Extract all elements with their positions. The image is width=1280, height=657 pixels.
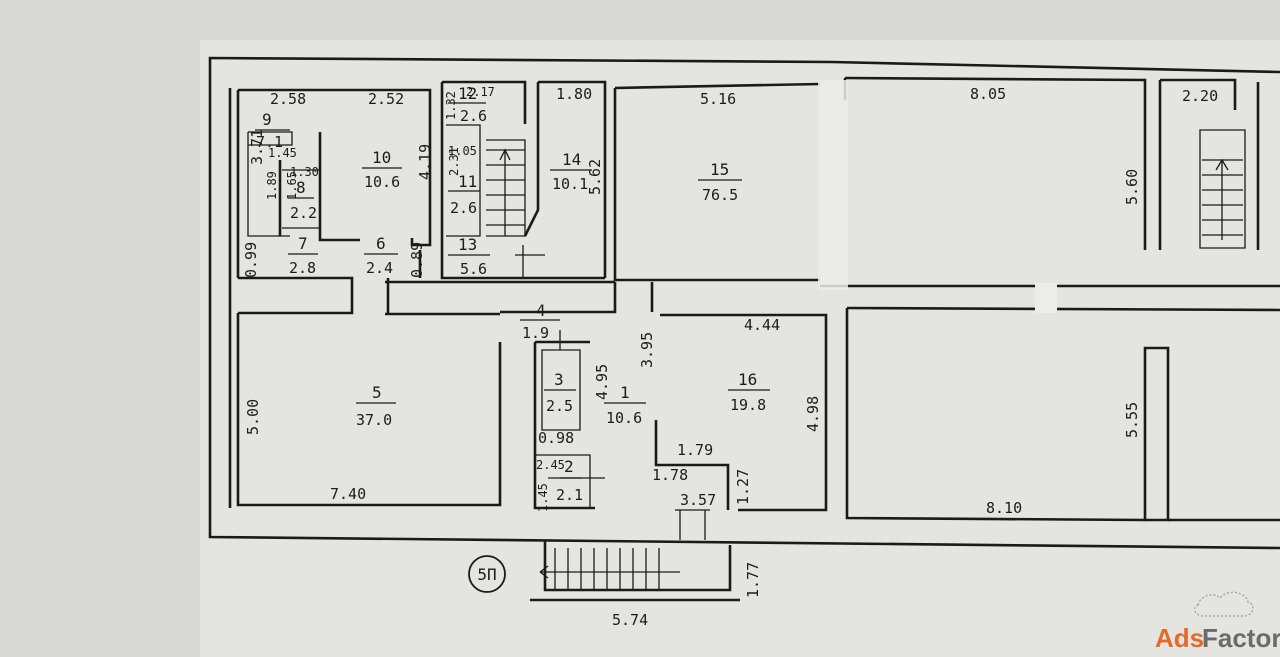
room-number: 2 — [564, 457, 574, 476]
room-area: 76.5 — [702, 186, 738, 204]
room-number: 10 — [372, 148, 391, 167]
room-area: 2.2 — [290, 204, 317, 222]
room-number: 8 — [296, 178, 306, 197]
dimension-label: 7.40 — [330, 485, 366, 503]
dimension-label: 2.17 — [466, 85, 495, 99]
dimension-label: 4.44 — [744, 316, 780, 334]
room-area: 2.6 — [450, 199, 477, 217]
room-number: 5 — [372, 383, 382, 402]
section-marker-label: 5П — [477, 565, 496, 584]
dimension-label: 1.05 — [448, 144, 477, 158]
watermark-logo: Ads Factory — [1155, 591, 1280, 653]
dimension-label: 0.89 — [408, 242, 426, 278]
dimension-label: 4.98 — [804, 396, 822, 432]
dimension-label: 1.77 — [744, 562, 762, 598]
door-gap-marks — [818, 80, 1057, 313]
section-marker-circle — [468, 555, 506, 593]
dimension-label: 1.45 — [536, 483, 550, 512]
dimension-label: 5.60 — [1123, 169, 1141, 205]
room-number: 11 — [458, 172, 477, 191]
room-number: 9 — [262, 110, 272, 129]
dimension-label: 2.52 — [368, 90, 404, 108]
dimension-label: 8.10 — [986, 499, 1022, 517]
room-area: 2.5 — [546, 397, 573, 415]
room-area: 2.8 — [289, 259, 316, 277]
dimension-label: 5.62 — [586, 159, 604, 195]
room-area: 2.4 — [366, 259, 393, 277]
room-area: 37.0 — [356, 411, 392, 429]
dimension-label: 3.57 — [680, 491, 716, 509]
dimension-label: 1.65 — [285, 171, 299, 200]
room-labels: 9 7.1 10 10.6 8 2.2 7 2.8 6 2.4 12 2.6 1… — [255, 84, 770, 504]
dimension-label: 4.19 — [416, 144, 434, 180]
dimension-label: 1.78 — [652, 466, 688, 484]
dimension-label: 1.89 — [265, 171, 279, 200]
dimension-label: 8.05 — [970, 85, 1006, 103]
dimension-label: 5.00 — [244, 399, 262, 435]
dimension-label: 4.95 — [593, 364, 611, 400]
room-number: 3 — [554, 370, 564, 389]
dimension-label: 3.95 — [638, 332, 656, 368]
dimension-label: 1.27 — [734, 469, 752, 505]
dimension-label: 5.55 — [1123, 402, 1141, 438]
dimension-label: 5.16 — [700, 90, 736, 108]
exterior-stair — [530, 540, 740, 602]
dimension-label: 2.58 — [270, 90, 306, 108]
room-number: 1 — [620, 383, 630, 402]
cloud-icon — [1194, 591, 1254, 617]
room-number: 16 — [738, 370, 757, 389]
dimension-label: 1.80 — [556, 85, 592, 103]
dimension-label: 0.98 — [538, 429, 574, 447]
dimension-label: 2.31 — [447, 147, 461, 176]
dimension-label: 2.20 — [1182, 87, 1218, 105]
dimension-label: 5.74 — [612, 611, 648, 629]
dimension-label: 0.99 — [242, 242, 260, 278]
room-area: 5.6 — [460, 260, 487, 278]
room-area: 2.6 — [460, 107, 487, 125]
section-marker: 5П — [468, 555, 506, 593]
room-area: 1.9 — [522, 324, 549, 342]
dimension-label: 2.45 — [536, 458, 565, 472]
room-area: 19.8 — [730, 396, 766, 414]
dimension-label: 1.45 — [268, 146, 297, 160]
room-number: 15 — [710, 160, 729, 179]
logo-prefix: Ads — [1155, 623, 1204, 653]
dimension-labels: 2.58 2.52 2.17 1.80 5.16 8.05 2.20 1.45 … — [268, 85, 1218, 629]
logo-suffix: Factory — [1202, 623, 1280, 653]
room-number: 4 — [536, 301, 546, 320]
room-area: 2.1 — [556, 486, 583, 504]
room-number: 13 — [458, 235, 477, 254]
room-number: 12 — [458, 84, 477, 103]
dimension-label: 1.30 — [290, 165, 319, 179]
sheet — [200, 40, 1280, 657]
dimension-label: 1.79 — [677, 441, 713, 459]
room-number: 14 — [562, 150, 581, 169]
room-number: 7 — [298, 234, 308, 253]
outer-wall — [208, 56, 1280, 550]
room-area: 7.1 — [256, 133, 283, 151]
room-area: 10.6 — [606, 409, 642, 427]
room-number: 6 — [376, 234, 386, 253]
dimension-label: 1.32 — [444, 91, 458, 120]
room-area: 10.6 — [364, 173, 400, 191]
dimension-label: 3.71 — [248, 129, 266, 165]
room-area: 10.1 — [552, 175, 588, 193]
interior-walls — [236, 76, 1280, 540]
vertical-dimension-labels: 3.71 1.32 4.19 5.62 5.60 1.89 1.65 2.31 … — [242, 91, 1141, 598]
